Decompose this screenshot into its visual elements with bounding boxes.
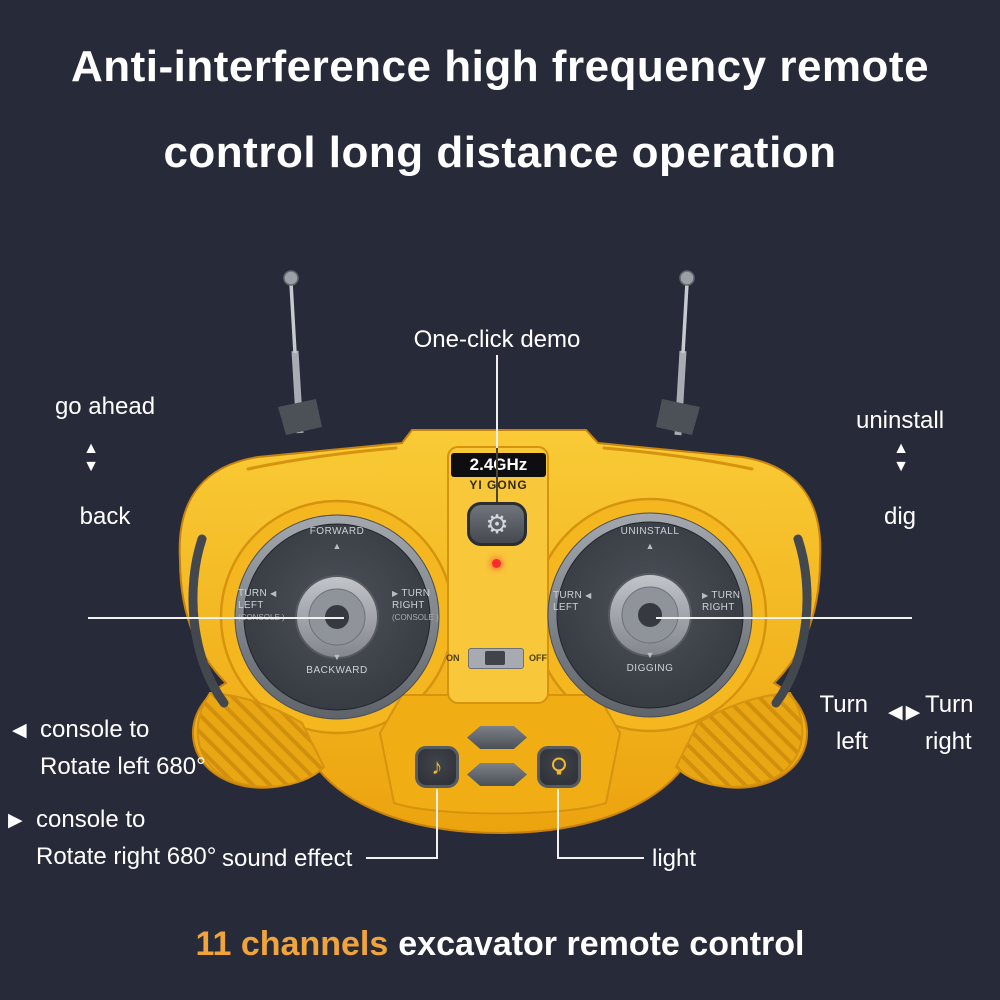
- left-accent-line: [246, 446, 398, 471]
- go-ahead-back-arrows: ▲ ▼: [78, 440, 104, 475]
- footer-text: excavator remote control: [398, 925, 805, 963]
- left-stick-callout-line: [88, 617, 344, 619]
- sound-button: ♪: [415, 746, 459, 788]
- right-accent-line: [602, 446, 754, 471]
- rotate-right-arrow-icon: ▶: [8, 810, 23, 831]
- left-arrow-icon: ◀: [888, 702, 906, 723]
- digging-down-arrow-icon: ▼: [645, 650, 655, 660]
- turn-left-arrow-icon: ◀: [270, 589, 277, 598]
- turn-right-arrow-icon: ▶: [392, 589, 399, 598]
- callout-back: back: [79, 503, 131, 530]
- right-stick-uninstall-label: UNINSTALL: [620, 526, 680, 537]
- hex-button-bottom: [467, 763, 527, 786]
- right-side-handle: [771, 534, 812, 708]
- power-switch: [468, 648, 524, 669]
- power-led: [492, 559, 501, 568]
- switch-on-label: ON: [446, 653, 460, 663]
- uninstall-up-arrow-icon: ▲: [645, 541, 655, 551]
- right-stick-callout-line: [656, 617, 912, 619]
- callout-console-rotate-left-2: Rotate left 680°: [40, 753, 206, 780]
- callout-light: light: [652, 845, 697, 872]
- up-arrow-icon: ▲: [893, 440, 909, 457]
- uninstall-dig-arrows: ▲ ▼: [888, 440, 914, 475]
- sound-callout-line-h: [366, 857, 438, 859]
- music-note-icon: ♪: [431, 754, 443, 779]
- light-bulb-icon: [552, 757, 566, 775]
- callout-dig: dig: [883, 503, 917, 530]
- left-stick-backward-label: BACKWARD: [306, 665, 368, 676]
- callout-console-rotate-right-2: Rotate right 680°: [36, 843, 217, 870]
- callout-turn-left: Turn left: [819, 691, 868, 755]
- footer-highlight: 11 channels: [195, 925, 389, 963]
- title-line-1: Anti-interference high frequency remote: [70, 42, 930, 91]
- remote-controller-illustration: [178, 270, 822, 835]
- demo-callout-line-on-body: [496, 448, 498, 502]
- right-stick-digging-label: DIGGING: [626, 663, 674, 674]
- right-arrow-icon: ▶: [905, 702, 924, 723]
- turn-left-right-arrows: ◀▶: [888, 701, 923, 724]
- switch-off-label: OFF: [529, 653, 547, 663]
- right-grip-texture: [674, 691, 804, 788]
- light-callout-line-v: [557, 789, 559, 859]
- power-switch-knob: [485, 651, 505, 665]
- left-grip-texture: [196, 691, 326, 788]
- callout-go-ahead: go ahead: [54, 393, 156, 420]
- backward-down-arrow-icon: ▼: [332, 652, 342, 662]
- title-line-2: control long distance operation: [163, 128, 837, 177]
- left-side-handle: [188, 534, 229, 708]
- demo-callout-line: [496, 355, 498, 448]
- frequency-label: 2.4GHz: [451, 453, 546, 477]
- demo-button: ⚙: [467, 502, 527, 546]
- callout-console-rotate-left-1: console to: [40, 716, 150, 743]
- up-arrow-icon: ▲: [83, 440, 99, 457]
- down-arrow-icon: ▼: [83, 458, 99, 475]
- left-stick-turn-right-label: ▶ TURN RIGHT (CONSOLE ): [392, 588, 439, 622]
- down-arrow-icon: ▼: [893, 458, 909, 475]
- turn-left-arrow-icon: ◀: [585, 591, 592, 600]
- gear-icon: ⚙: [485, 509, 509, 539]
- rotate-left-arrow-icon: ◀: [12, 720, 27, 741]
- callout-console-rotate-right-1: console to: [36, 806, 146, 833]
- callout-uninstall: uninstall: [855, 407, 945, 434]
- forward-up-arrow-icon: ▲: [332, 541, 342, 551]
- turn-right-arrow-icon: ▶: [702, 591, 709, 600]
- brand-label: YI GONG: [469, 478, 528, 492]
- sound-callout-line-v: [436, 789, 438, 859]
- right-stick-knob: [608, 573, 692, 657]
- right-stick-turn-left-label: TURN ◀ LEFT: [553, 590, 592, 613]
- callout-turn-right: Turn right: [925, 691, 974, 755]
- right-stick-turn-right-label: ▶ TURN RIGHT: [702, 590, 741, 613]
- left-stick-forward-label: FORWARD: [309, 526, 365, 537]
- left-antenna-mount: [278, 399, 322, 435]
- callout-sound-effect: sound effect: [222, 845, 353, 872]
- hex-button-top: [467, 726, 527, 749]
- right-antenna-mount: [656, 399, 700, 435]
- light-callout-line-h: [558, 857, 644, 859]
- light-button: [537, 746, 581, 788]
- callout-one-click-demo: One-click demo: [413, 326, 581, 353]
